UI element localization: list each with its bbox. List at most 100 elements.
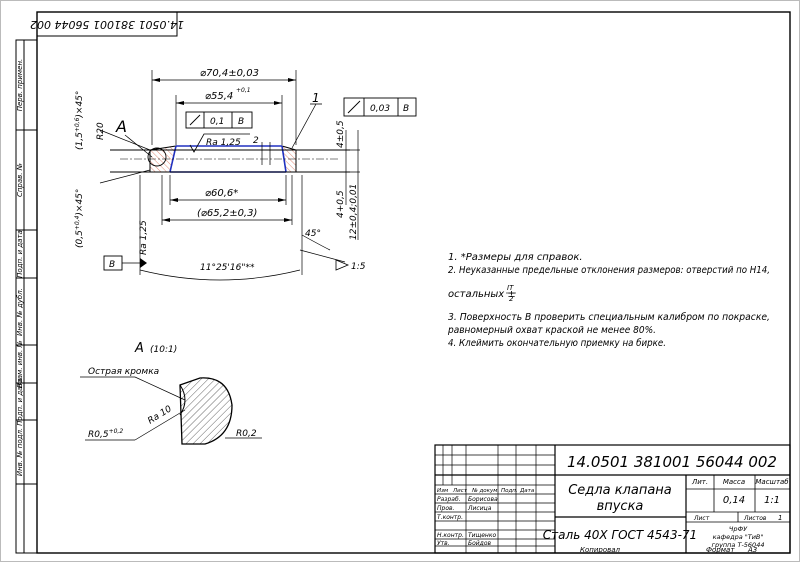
detail-a-profile xyxy=(179,377,233,445)
org-line1: ЧрФУ xyxy=(729,525,748,533)
role-prov: Пров. xyxy=(437,505,455,512)
detail-note: Острая кромка xyxy=(88,367,159,377)
scale-header: Масштаб xyxy=(755,478,789,486)
margin-label: Подп. и дата xyxy=(16,378,24,426)
mass-header: Масса xyxy=(723,478,745,486)
tolerance-frame-1: 0,1 В xyxy=(185,111,253,129)
title-block-text: 14.0501 381001 56044 002 Седла клапана в… xyxy=(437,453,789,554)
leader-1-label: 1 xyxy=(312,91,320,105)
roughness-top: Ra 1,25 xyxy=(189,133,250,153)
chamfer-bottom-dim: (0,5+0,4)×45° xyxy=(74,189,85,248)
margin-label: Инв. № дубл. xyxy=(16,288,24,336)
margin-label: Взам. инв. № xyxy=(16,340,24,388)
note-3a: 3. Поверхность В проверить специальным к… xyxy=(448,311,770,323)
org-line3: группа Т-56044 xyxy=(712,541,765,549)
note-3b: равномерный охват краской не менее 80%. xyxy=(447,325,656,336)
dim-inner-top-tol: +0,1 xyxy=(236,87,251,94)
dim-bore-diameter: ⌀60,6* xyxy=(205,188,238,199)
datum-b: В xyxy=(103,255,147,271)
role-nkontr: Н.контр. xyxy=(437,532,464,539)
slope-symbol: 1:5 xyxy=(335,259,366,272)
note-1: 1. *Размеры для справок. xyxy=(448,252,583,263)
svg-text:1:5: 1:5 xyxy=(351,262,366,272)
letter-header: Лит. xyxy=(691,478,708,486)
hdr-doc: № докум. xyxy=(471,488,499,494)
scale-value: 1:1 xyxy=(764,495,780,506)
svg-text:(1,5+0,6)×45°: (1,5+0,6)×45° xyxy=(74,91,85,150)
mass-value: 0,14 xyxy=(723,495,745,506)
detail-a: А (10:1) Острая кромка Ra 10 R0,5+0,2 R0… xyxy=(80,341,262,445)
svg-text:R20: R20 xyxy=(96,122,106,140)
svg-text:В: В xyxy=(403,104,409,114)
org-line2: кафедра "ТиВ" xyxy=(713,533,764,541)
technical-notes: 1. *Размеры для справок. 2. Неуказанные … xyxy=(447,252,770,349)
sheet-label: Лист xyxy=(693,515,710,522)
hdr-data: Дата xyxy=(519,488,535,494)
detail-r1: R0,5+0,2 xyxy=(88,428,123,440)
rough-left: Ra 1,25 xyxy=(139,220,149,255)
part-name-2: впуска xyxy=(597,499,644,514)
left-margin xyxy=(15,39,38,554)
hdr-podp: Подп. xyxy=(501,488,518,494)
main-section-view: ⌀70,4±0,03 ⌀55,4 +0,1 ⌀60,6* (⌀65,2±0,3)… xyxy=(74,68,417,281)
detail-a-title: А xyxy=(134,341,144,356)
svg-text:Ra 1,25: Ra 1,25 xyxy=(206,138,241,148)
role-utv: Утв. xyxy=(437,540,450,547)
hdr-izm: Изм xyxy=(437,488,448,494)
angle-45: 45° xyxy=(305,229,321,239)
name-prov: Лисица xyxy=(467,505,492,512)
view-a-letter: А xyxy=(115,117,127,136)
chamfer-top-dim: (1,5+0,6)×45° xyxy=(74,91,85,150)
role-razrab: Разраб. xyxy=(437,496,461,503)
designation: 14.0501 381001 56044 002 xyxy=(567,453,777,471)
detail-a-scale: (10:1) xyxy=(150,345,177,355)
part-name-1: Седла клапана xyxy=(568,483,672,498)
copied-label: Копировал xyxy=(580,546,621,554)
height-dim-1: 4±0,5 xyxy=(336,120,346,148)
hdr-list: Лист xyxy=(452,488,468,494)
tolerance-frame-2: 0,03 В xyxy=(343,97,417,117)
svg-text:4+0,5: 4+0,5 xyxy=(336,190,346,218)
dim-outer-diameter: ⌀70,4±0,03 xyxy=(200,68,259,79)
r20-label: R20 xyxy=(96,122,106,140)
sheets-label: Листов xyxy=(743,515,767,522)
note-2b: остальных ± xyxy=(448,289,516,300)
margin-label: Перв. примен. xyxy=(16,59,24,112)
margin-label: Инв. № подл. xyxy=(16,428,24,476)
dim-two: 2 xyxy=(253,136,259,146)
height-dim-2: 4+0,5 xyxy=(336,190,346,218)
angle-dim: 11°25'16"** xyxy=(200,263,255,273)
svg-text:(0,5+0,4)×45°: (0,5+0,4)×45° xyxy=(74,189,85,248)
detail-r2: R0,2 xyxy=(236,429,257,439)
height-dim-3: 12±0,4;0,01 xyxy=(349,184,359,240)
title-block xyxy=(434,444,791,554)
note-4: 4. Клеймить окончательную приемку на бир… xyxy=(448,337,666,349)
svg-text:В: В xyxy=(238,117,244,127)
note-2b-den: 2 xyxy=(509,295,514,303)
role-tkontr: Т.контр. xyxy=(437,514,463,521)
format-value: А3 xyxy=(747,546,757,554)
svg-text:Ra 1,25: Ra 1,25 xyxy=(139,220,149,255)
dim-inner-top: ⌀55,4 xyxy=(205,91,233,102)
margin-label: Справ. № xyxy=(16,163,24,197)
dim-bore-ref: (⌀65,2±0,3) xyxy=(197,208,257,219)
name-utv: Бойдов xyxy=(468,540,492,547)
svg-text:В: В xyxy=(109,260,115,270)
svg-text:0,03: 0,03 xyxy=(370,104,390,114)
format-label: Формат xyxy=(706,546,735,554)
name-nkontr: Тищенко xyxy=(468,532,496,539)
rotated-designation-box: 14.0501 381001 56044 002 xyxy=(30,11,184,37)
note-2: 2. Неуказанные предельные отклонения раз… xyxy=(448,265,770,276)
material: Сталь 40Х ГОСТ 4543-71 xyxy=(543,528,697,542)
name-razrab: Борисова xyxy=(468,496,498,503)
svg-text:12±0,4;0,01: 12±0,4;0,01 xyxy=(349,184,359,240)
sheets-value: 1 xyxy=(778,514,782,522)
margin-label: Подп. и дата xyxy=(16,230,24,278)
svg-text:4±0,5: 4±0,5 xyxy=(336,120,346,148)
note-2b-num: IT xyxy=(507,284,514,292)
rotated-designation: 14.0501 381001 56044 002 xyxy=(30,18,184,31)
svg-text:0,1: 0,1 xyxy=(210,117,224,127)
